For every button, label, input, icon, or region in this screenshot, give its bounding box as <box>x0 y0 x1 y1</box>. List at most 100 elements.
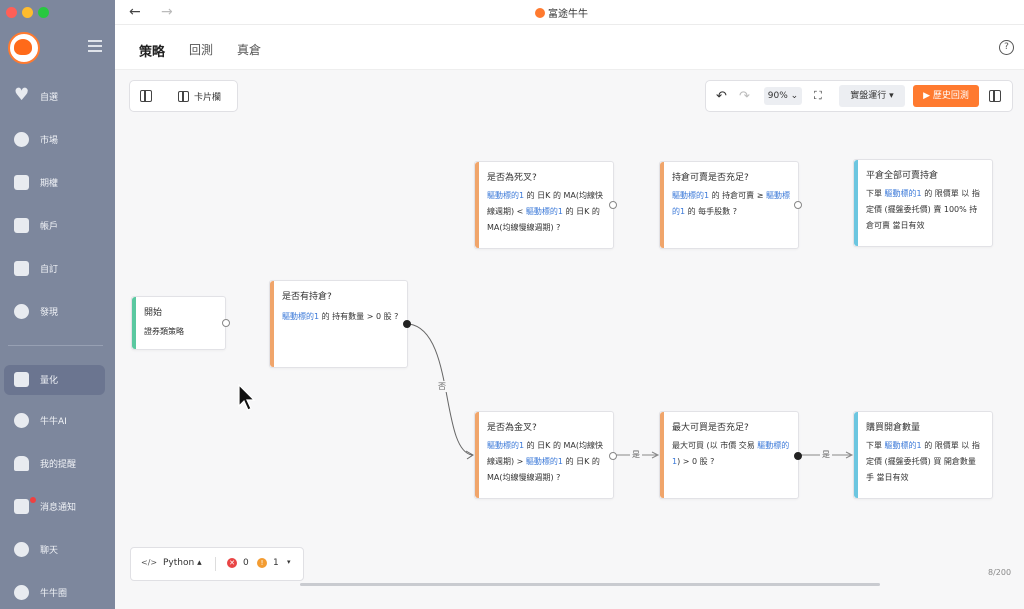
planet-icon <box>14 132 29 147</box>
tab-strategy[interactable]: 策略 <box>139 45 166 60</box>
run-mode-select[interactable]: 實盤運行 ▾ <box>839 85 905 107</box>
code-icon: </> <box>141 558 158 567</box>
sidebar-item-notifications[interactable]: 消息通知 <box>4 492 105 522</box>
node-color-bar <box>475 412 479 498</box>
sidebar-item-label: 發現 <box>40 308 59 318</box>
sidebar: 自選 市場 期權 帳戶 自訂 發現 量化 牛牛AI 我的提醒 消息通知 聊天 <box>0 0 115 609</box>
sidebar-item-account[interactable]: 帳戶 <box>4 211 105 241</box>
node-body: 驅動標的1 的 持有數量 > 0 股 ? <box>282 312 399 321</box>
node-has-position[interactable]: 是否有持倉? 驅動標的1 的 持有數量 > 0 股 ? <box>269 280 408 368</box>
node-title: 是否為金叉? <box>487 423 537 433</box>
sidebar-divider <box>8 345 103 346</box>
mail-icon <box>14 499 29 514</box>
sidebar-item-alerts[interactable]: 我的提醒 <box>4 449 105 479</box>
bell-icon <box>14 456 29 471</box>
collapse-sidebar-icon[interactable] <box>88 40 102 52</box>
brand-icon <box>535 8 545 18</box>
node-start[interactable]: 開始 證券類策略 <box>131 296 226 350</box>
node-body: 下單 驅動標的1 的 限價單 以 指定價 (擺盤委托價) 買 開倉數量 手 當日… <box>866 441 980 482</box>
close-window-button[interactable] <box>6 7 17 18</box>
back-arrow-icon[interactable]: ← <box>129 4 141 20</box>
node-title: 平倉全部可賣持倉 <box>866 171 939 181</box>
sidebar-item-quant[interactable]: 量化 <box>4 365 105 395</box>
node-body: 證券類策略 <box>144 327 184 336</box>
node-death-cross[interactable]: 是否為死叉? 驅動標的1 的 日K 的 MA(均線快線週期) < 驅動標的1 的… <box>474 161 614 249</box>
warning-icon: ! <box>257 558 267 568</box>
error-count[interactable]: 0 <box>243 558 249 568</box>
sidebar-item-label: 牛牛AI <box>40 417 67 427</box>
node-title: 是否有持倉? <box>282 292 332 302</box>
zoom-select[interactable]: 90% ⌄ <box>764 87 802 105</box>
code-icon <box>14 372 29 387</box>
edge-label-no: 否 <box>436 381 448 392</box>
sidebar-item-custom[interactable]: 自訂 <box>4 254 105 284</box>
expand-panel-button[interactable] <box>989 81 1001 111</box>
sidebar-item-chat[interactable]: 聊天 <box>4 535 105 565</box>
node-output-port[interactable] <box>609 201 617 209</box>
sidebar-item-market[interactable]: 市場 <box>4 125 105 155</box>
left-toolbar: 卡片欄 <box>129 80 238 112</box>
mouse-cursor-icon <box>238 384 256 411</box>
node-max-buy[interactable]: 最大可買是否充足? 最大可買 (以 市價 交易 驅動標的1) > 0 股 ? <box>659 411 799 499</box>
sidebar-item-label: 帳戶 <box>40 222 59 232</box>
edge-label-yes: 是 <box>630 449 642 460</box>
tab-backtest[interactable]: 回測 <box>189 43 214 57</box>
sidebar-item-niuniu-ai[interactable]: 牛牛AI <box>4 406 105 436</box>
horizontal-scrollbar[interactable] <box>300 583 880 586</box>
sidebar-item-community[interactable]: 牛牛圈 <box>4 578 105 608</box>
node-title: 持倉可賣是否充足? <box>672 173 749 183</box>
robot-icon <box>14 413 29 428</box>
sidebar-item-label: 我的提醒 <box>40 460 77 470</box>
undo-button[interactable]: ↶ <box>716 88 727 104</box>
strategy-canvas[interactable] <box>117 70 1022 600</box>
node-output-port[interactable] <box>794 201 802 209</box>
card-panel-button[interactable]: 卡片欄 <box>178 81 221 111</box>
divider <box>215 557 216 571</box>
grid-icon <box>14 261 29 276</box>
node-output-port[interactable] <box>609 452 617 460</box>
minimize-window-button[interactable] <box>22 7 33 18</box>
maximize-window-button[interactable] <box>38 7 49 18</box>
node-golden-cross[interactable]: 是否為金叉? 驅動標的1 的 日K 的 MA(均線快線週期) > 驅動標的1 的… <box>474 411 614 499</box>
wallet-icon <box>14 218 29 233</box>
sidebar-item-watchlist[interactable]: 自選 <box>4 82 105 112</box>
node-close-all[interactable]: 平倉全部可賣持倉 下單 驅動標的1 的 限價單 以 指定價 (擺盤委托價) 賣 … <box>853 159 993 247</box>
history-backtest-button[interactable]: ▶ 歷史回測 <box>913 85 979 107</box>
panel-icon <box>140 90 152 102</box>
node-output-port[interactable] <box>222 319 230 327</box>
sidebar-item-label: 市場 <box>40 136 59 146</box>
node-body: 驅動標的1 的 日K 的 MA(均線快線週期) < 驅動標的1 的 日K 的 M… <box>487 191 604 232</box>
toggle-panel-button[interactable] <box>140 81 152 111</box>
sidebar-item-options[interactable]: 期權 <box>4 168 105 198</box>
forward-arrow-icon[interactable]: → <box>161 4 173 20</box>
sidebar-item-label: 牛牛圈 <box>40 589 68 599</box>
fit-screen-button[interactable]: ⛶ <box>814 89 822 102</box>
help-icon[interactable]: ? <box>999 40 1014 55</box>
chart-icon <box>14 175 29 190</box>
cards-icon <box>178 90 189 102</box>
expand-caret-icon[interactable]: ▾ <box>287 558 291 566</box>
app-title: 富途牛牛 <box>535 5 588 20</box>
compass-icon <box>14 304 29 319</box>
node-output-port[interactable] <box>794 452 802 460</box>
node-sellable[interactable]: 持倉可賣是否充足? 驅動標的1 的 持倉可賣 ≥ 驅動標的1 的 每手股數 ? <box>659 161 799 249</box>
sidebar-item-label: 聊天 <box>40 546 59 556</box>
redo-button[interactable]: ↷ <box>739 88 750 104</box>
edge-label-yes: 是 <box>820 449 832 460</box>
node-color-bar <box>475 162 479 248</box>
node-title: 購買開倉數量 <box>866 423 921 433</box>
code-status-bar: </> Python ▴ ✕ 0 ! 1 ▾ <box>130 547 304 581</box>
community-icon <box>14 585 29 600</box>
language-select[interactable]: Python ▴ <box>163 558 202 568</box>
node-buy-open[interactable]: 購買開倉數量 下單 驅動標的1 的 限價單 以 指定價 (擺盤委托價) 買 開倉… <box>853 411 993 499</box>
node-color-bar <box>854 160 858 246</box>
warning-count[interactable]: 1 <box>273 558 279 568</box>
sidebar-item-label: 消息通知 <box>40 503 77 513</box>
tab-live[interactable]: 真倉 <box>237 43 262 57</box>
node-title: 是否為死叉? <box>487 173 537 183</box>
notification-badge <box>30 497 36 503</box>
node-color-bar <box>132 297 136 349</box>
sidebar-item-discover[interactable]: 發現 <box>4 297 105 327</box>
title-bar: ← → 富途牛牛 <box>115 0 1024 25</box>
node-output-port[interactable] <box>403 320 411 328</box>
